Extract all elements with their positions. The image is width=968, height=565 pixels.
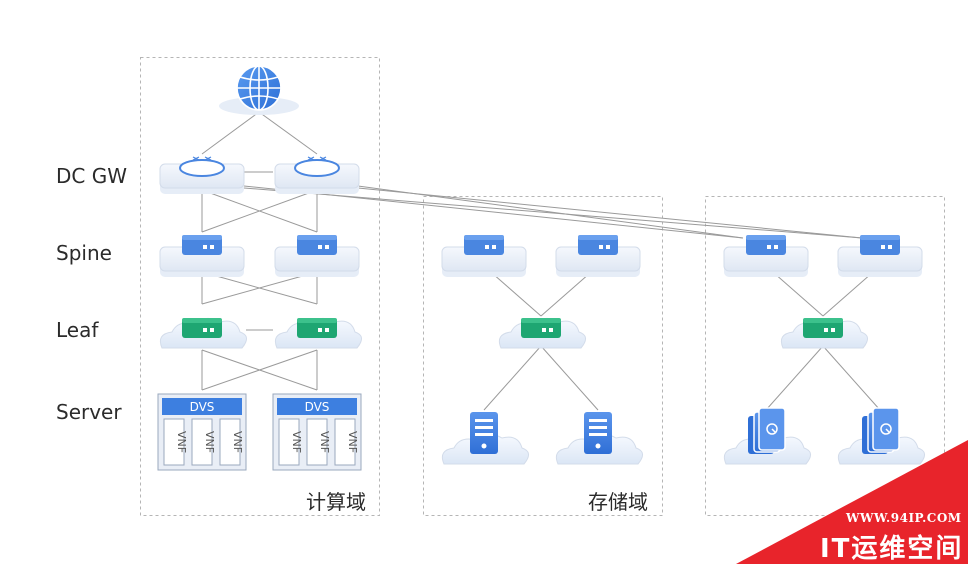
vnf-label: VNF <box>175 431 188 453</box>
leaf-switch-icon <box>160 318 246 348</box>
server-icon <box>442 412 528 464</box>
row-label-dcgw: DC GW <box>56 164 127 188</box>
leaf-switch-icon <box>781 318 867 348</box>
storage-array-icon <box>724 408 810 464</box>
compute-domain-box <box>140 57 380 516</box>
server-icon <box>556 412 642 464</box>
watermark-url: WWW.94IP.COM <box>846 511 962 525</box>
vnf-label: VNF <box>203 431 216 453</box>
links <box>201 111 881 411</box>
domain-label-compute: 计算域 <box>306 490 366 514</box>
spine-switch-icon <box>556 235 640 277</box>
domain-label-storage: 存储域 <box>588 490 648 514</box>
storage-array-icon <box>838 408 924 464</box>
vnf-label: VNF <box>290 431 303 453</box>
leaf-switch-icon <box>499 318 585 348</box>
spine-switch-icon <box>275 235 359 277</box>
row-label-server: Server <box>56 400 122 424</box>
vnf-label: VNF <box>346 431 359 453</box>
vnf-label: VNF <box>231 431 244 453</box>
storage-domain-box <box>423 196 663 516</box>
leaf-switch-icon <box>275 318 361 348</box>
dvs-label: DVS <box>305 400 330 414</box>
vnf-label: VNF <box>318 431 331 453</box>
router-icon <box>275 157 359 194</box>
dvs-label: DVS <box>190 400 215 414</box>
globe-icon <box>219 65 299 115</box>
dvs-bar <box>162 398 242 415</box>
watermark-triangle <box>736 440 968 564</box>
row-label-leaf: Leaf <box>56 318 99 342</box>
third-domain-box <box>705 196 945 516</box>
spine-switch-icon <box>838 235 922 277</box>
dvs-bar <box>277 398 357 415</box>
compute-server-left: DVS VNF VNF VNF <box>157 393 247 471</box>
router-icon <box>160 157 244 194</box>
spine-switch-icon <box>442 235 526 277</box>
spine-switch-icon <box>724 235 808 277</box>
watermark-name: IT运维空间 <box>820 534 964 564</box>
compute-server-right: DVS VNF VNF VNF <box>272 393 362 471</box>
spine-switch-icon <box>160 235 244 277</box>
row-label-spine: Spine <box>56 241 112 265</box>
